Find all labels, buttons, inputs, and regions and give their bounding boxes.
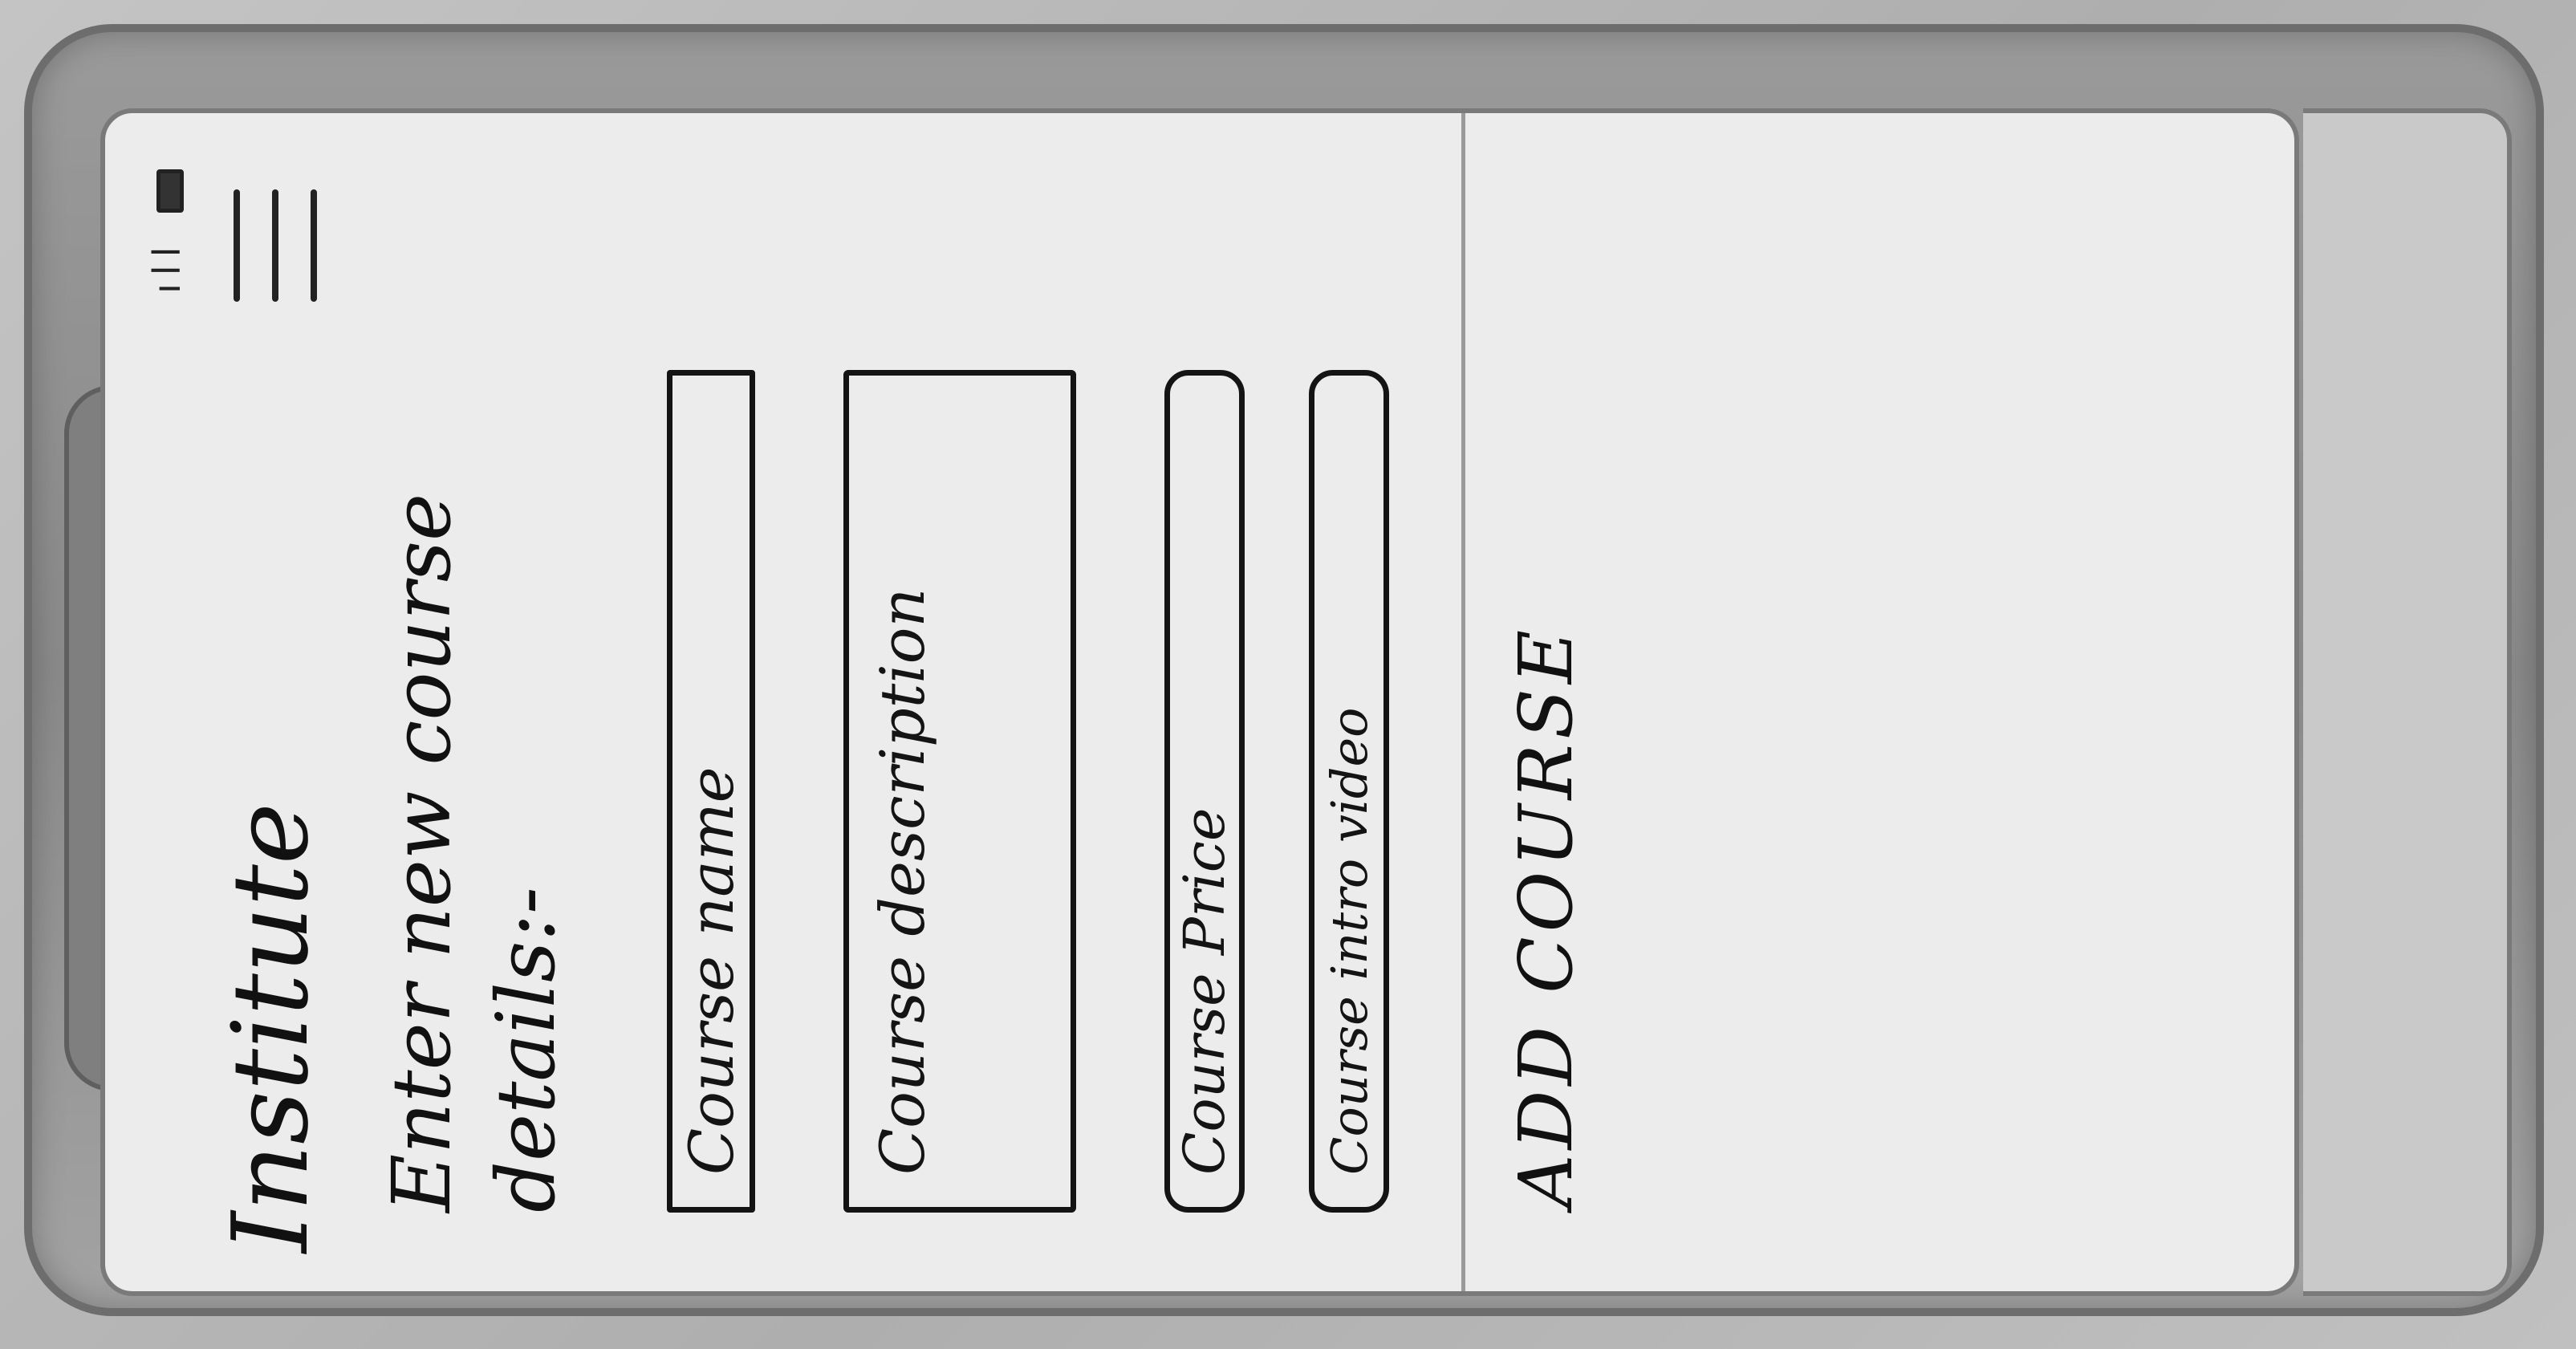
menu-icon <box>311 189 317 302</box>
menu-button[interactable] <box>234 189 322 302</box>
phone-screen: ıll Institute Enter new course details:- <box>100 108 2299 1296</box>
phone-side-panel <box>2303 108 2512 1296</box>
course-intro-video-input[interactable] <box>1309 370 1389 1213</box>
menu-icon <box>272 189 278 302</box>
course-name-input[interactable] <box>667 370 755 1213</box>
app-header: Institute <box>177 113 354 1291</box>
app-screen: ıll Institute Enter new course details:- <box>105 113 2294 1291</box>
course-description-input[interactable] <box>843 370 1076 1213</box>
bottom-action-bar: ADD COURSE <box>1461 113 1626 1291</box>
app-title: Institute <box>209 802 331 1253</box>
menu-icon <box>234 189 240 302</box>
add-course-button[interactable]: ADD COURSE <box>1497 620 1594 1213</box>
course-price-input[interactable] <box>1164 370 1245 1213</box>
form-prompt: Enter new course details:- <box>375 493 573 1213</box>
phone-frame: ıll Institute Enter new course details:- <box>24 24 2544 1316</box>
